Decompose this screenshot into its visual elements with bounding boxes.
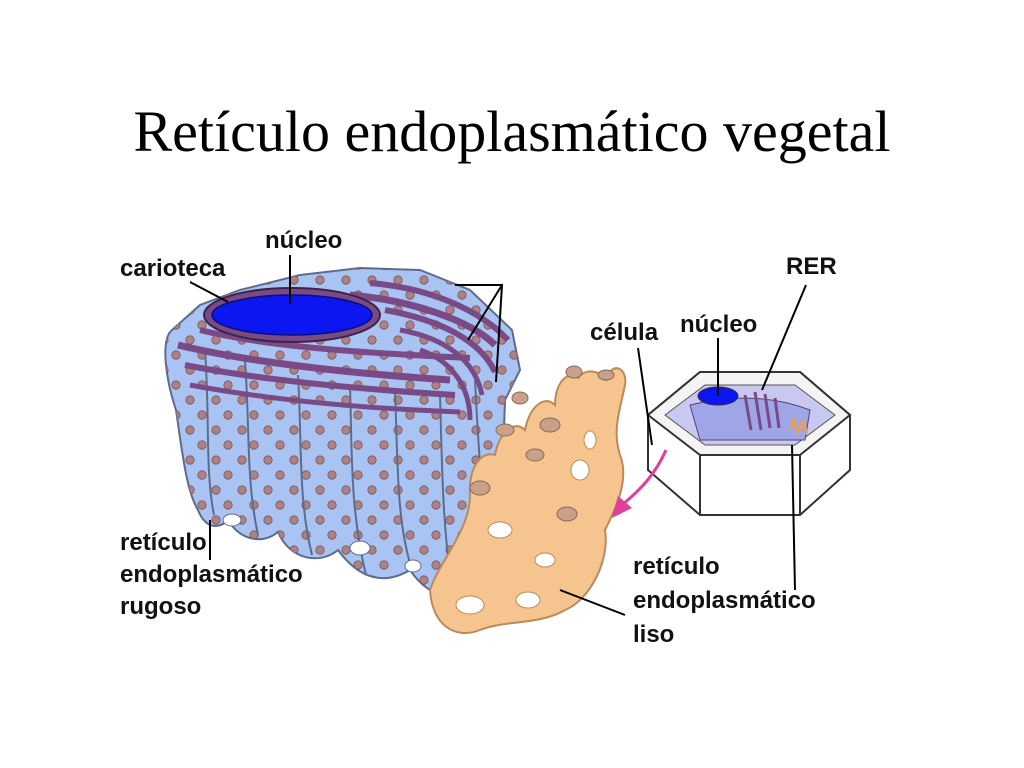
label-celula: célula [590,319,659,346]
leader-lines [189,255,807,616]
rough-er [164,266,522,597]
label-nucleo-left: núcleo [265,227,343,254]
label-carioteca: carioteca [120,255,226,282]
nucleus-left [203,287,381,343]
label-rer-line3: rugoso [120,593,202,620]
plant-cell [646,371,852,516]
label-rel-line2: endoplasmático [633,587,816,614]
label-rer-line1: retículo [120,529,207,556]
zoom-arrow [612,449,668,518]
label-rer: RER [786,253,837,280]
label-rel-line3: liso [633,621,675,648]
label-nucleo-right: núcleo [680,311,758,338]
label-rel-line1: retículo [633,553,720,580]
slide-title: Retículo endoplasmático vegetal [133,99,891,164]
label-rer-line2: endoplasmático [120,561,303,588]
smooth-er [428,365,627,635]
